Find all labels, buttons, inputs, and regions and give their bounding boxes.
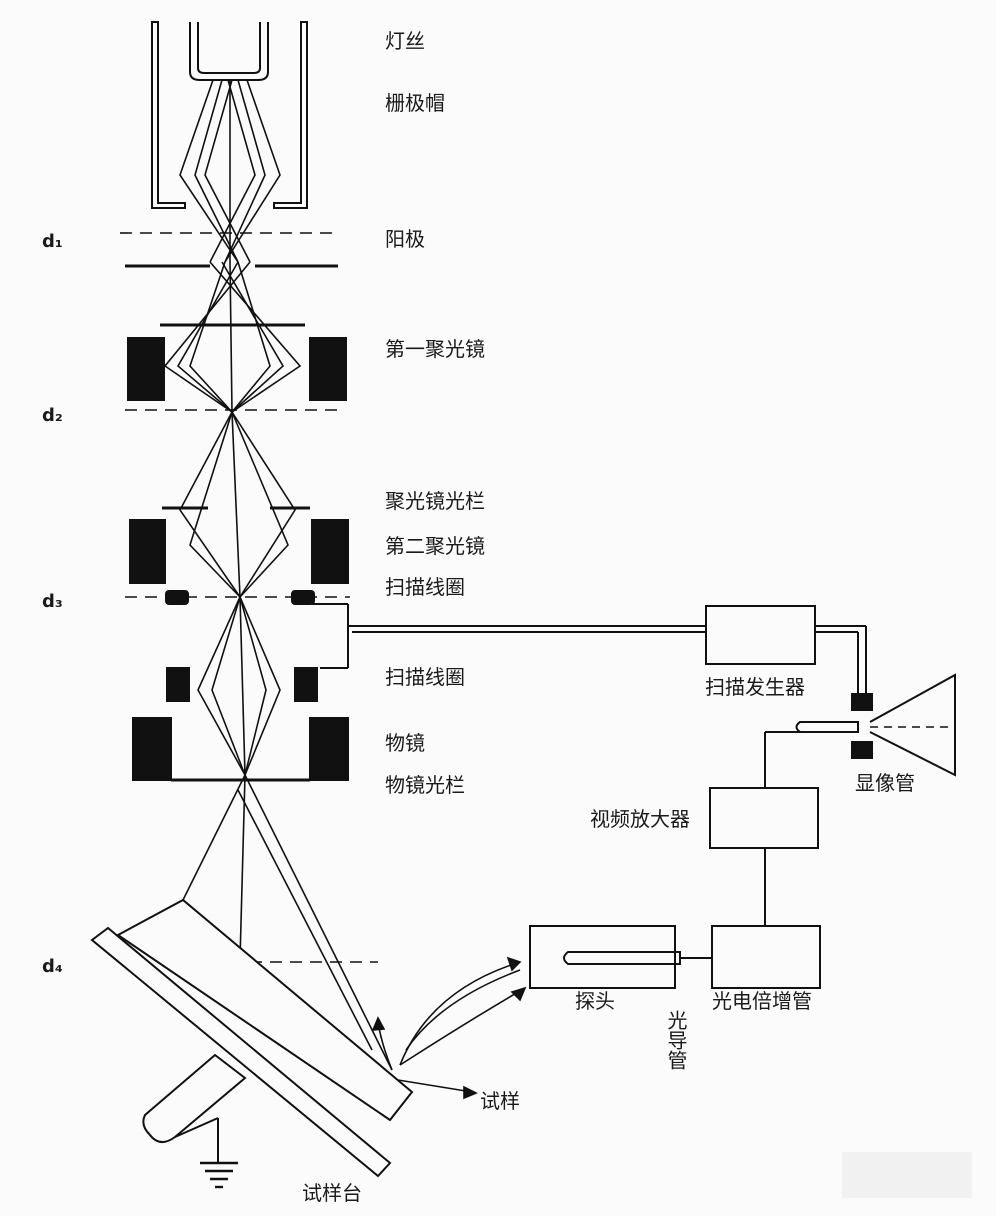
label-grid-cap: 栅极帽 [385,91,445,115]
label-scan-coil-2: 扫描线圈 [385,665,465,689]
specimen-stage [90,898,414,1189]
label-anode: 阳极 [385,227,425,251]
light-guide-rod [563,951,681,965]
plane-d1-label: d₁ [42,231,63,252]
scan-coil-lower [166,667,318,702]
scan-generator-box [705,605,816,665]
plane-d4-label: d₄ [42,956,63,977]
first-condenser-lens [127,323,347,401]
photomultiplier-box [711,925,821,989]
scan-wire [312,603,867,694]
label-first-condenser: 第一聚光镜 [385,337,485,361]
filament [189,22,269,81]
secondary-electron-paths [371,956,527,1100]
label-scan-coil-1: 扫描线圈 [385,575,465,599]
label-specimen: 试样 [480,1089,520,1113]
label-condenser-aperture: 聚光镜光栏 [385,489,485,513]
label-filament: 灯丝 [385,29,425,53]
watermark-area [842,1152,972,1198]
grid-cap [151,21,308,209]
plane-d2-label: d₂ [42,405,63,426]
plane-d3-label: d₃ [42,591,63,612]
label-video-amplifier: 视频放大器 [590,807,690,831]
label-objective-aperture: 物镜光栏 [385,773,465,797]
scan-coil-upper [165,590,315,605]
electron-rays [163,79,393,1071]
label-probe: 探头 [575,989,615,1013]
display-tube [795,673,956,777]
objective-lens [132,717,349,782]
label-specimen-stage: 试样台 [302,1181,362,1205]
label-display-tube: 显像管 [855,771,915,795]
label-second-condenser: 第二聚光镜 [385,534,485,558]
probe-box [529,925,676,989]
video-amplifier-box [709,787,819,849]
label-scan-generator: 扫描发生器 [705,675,805,699]
label-objective: 物镜 [385,731,425,755]
label-light-guide: 光导管 [664,1010,688,1070]
label-photomultiplier: 光电倍增管 [712,989,812,1013]
second-condenser-lens [129,519,349,584]
